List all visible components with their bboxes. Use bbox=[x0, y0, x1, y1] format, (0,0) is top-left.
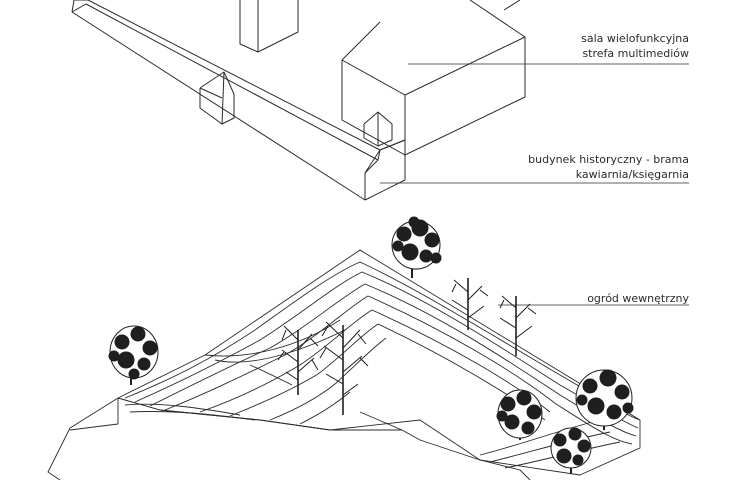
tree bbox=[451, 278, 489, 330]
tree bbox=[496, 389, 543, 440]
tree bbox=[108, 325, 159, 385]
label-gate: budynek historyczny - brama kawiarnia/ks… bbox=[528, 152, 689, 182]
tree bbox=[550, 427, 592, 474]
tree bbox=[319, 321, 369, 415]
tree bbox=[277, 325, 319, 395]
label-gate-line2: kawiarnia/księgarnia bbox=[575, 168, 689, 181]
label-hall-line1: sala wielofunkcyjna bbox=[581, 32, 689, 45]
tree bbox=[499, 295, 537, 356]
trees bbox=[108, 216, 634, 474]
building-group bbox=[71, 0, 526, 201]
tree bbox=[575, 369, 634, 430]
garden-group bbox=[47, 249, 641, 480]
label-garden-line1: ogród wewnętrzny bbox=[587, 292, 689, 305]
label-gate-line1: budynek historyczny - brama bbox=[528, 153, 689, 166]
tree bbox=[391, 216, 442, 278]
label-hall-line2: strefa multimediów bbox=[582, 47, 689, 60]
label-garden: ogród wewnętrzny bbox=[587, 291, 689, 306]
historic-building bbox=[71, 0, 406, 201]
rear-block bbox=[239, 0, 299, 53]
label-hall: sala wielofunkcyjna strefa multimediów bbox=[581, 31, 689, 61]
hall-block bbox=[341, 0, 526, 156]
leader-lines bbox=[380, 63, 689, 306]
